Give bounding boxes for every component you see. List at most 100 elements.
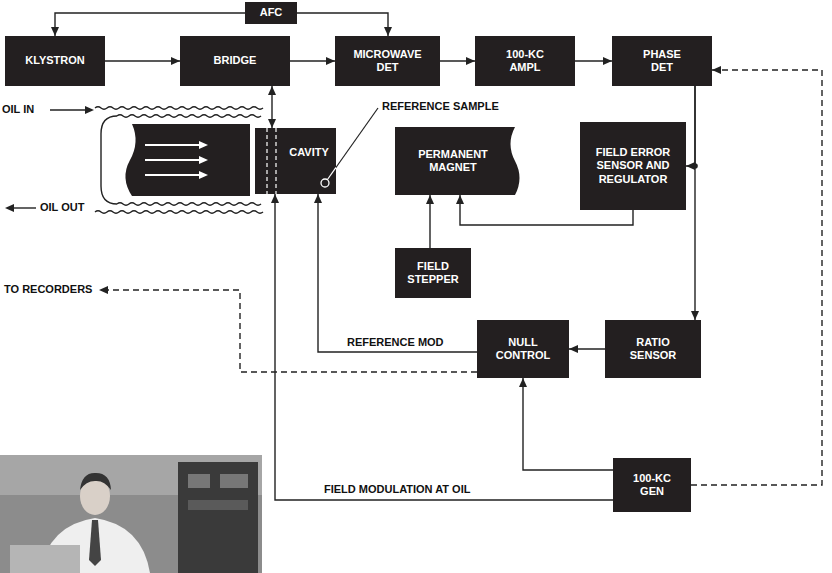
callout-label: OIL OUT bbox=[40, 201, 84, 214]
connector bbox=[569, 345, 605, 353]
arrowhead bbox=[691, 311, 699, 320]
arrowhead bbox=[466, 57, 475, 65]
signal-label: FIELD MODULATION AT OIL bbox=[322, 483, 472, 496]
arrowhead bbox=[603, 57, 612, 65]
process-box: 100-KC GEN bbox=[613, 458, 691, 512]
box-label: MICROWAVE DET bbox=[348, 48, 428, 74]
photo-rack bbox=[178, 462, 258, 573]
pipe-bend bbox=[101, 116, 117, 204]
connector-line bbox=[55, 13, 245, 36]
process-box: FIELD STEPPER bbox=[395, 248, 471, 298]
process-box: KLYSTRON bbox=[5, 36, 105, 86]
connector bbox=[519, 378, 613, 470]
signal-label: REFERENCE MOD bbox=[345, 336, 446, 349]
arrowhead bbox=[85, 106, 94, 114]
box-label: RATIO SENSOR bbox=[623, 336, 683, 362]
photo-meter bbox=[188, 474, 210, 488]
connector bbox=[691, 86, 699, 320]
arrowhead bbox=[384, 27, 392, 36]
arrowhead bbox=[51, 27, 59, 36]
arrowhead bbox=[326, 57, 335, 65]
reference-sample bbox=[321, 179, 329, 187]
photo-meter bbox=[220, 474, 248, 488]
leader-line bbox=[327, 167, 336, 179]
connector-line bbox=[297, 13, 388, 36]
connector bbox=[290, 57, 335, 65]
arrowhead bbox=[686, 162, 695, 170]
connector bbox=[691, 66, 822, 485]
arrowhead bbox=[199, 141, 208, 149]
arrowhead bbox=[268, 119, 276, 128]
process-box: NULL CONTROL bbox=[477, 320, 569, 378]
photo-hair bbox=[80, 473, 111, 490]
pipe-wall bbox=[117, 115, 261, 118]
connector bbox=[440, 57, 475, 65]
magnet-shape: PERMANENT MAGNET bbox=[395, 127, 525, 195]
arrowhead bbox=[456, 195, 464, 204]
arrowhead bbox=[712, 66, 721, 74]
arrowhead bbox=[271, 194, 279, 203]
connector bbox=[314, 194, 477, 352]
connector-line bbox=[694, 86, 695, 320]
box-label: PERMANENT MAGNET bbox=[413, 148, 493, 174]
connector bbox=[268, 86, 276, 128]
process-box: FIELD ERROR SENSOR AND REGULATOR bbox=[580, 122, 686, 210]
connector-line bbox=[105, 60, 180, 61]
box-label: PHASE DET bbox=[637, 48, 687, 74]
flow-arrow bbox=[145, 174, 200, 176]
box-label: 100-KC GEN bbox=[627, 472, 677, 498]
box-label: NULL CONTROL bbox=[492, 336, 554, 362]
process-box: PHASE DET bbox=[612, 36, 712, 86]
flow-arrow bbox=[145, 144, 200, 146]
oil-in-arrow bbox=[50, 109, 86, 110]
oil-out-arrow bbox=[14, 207, 36, 208]
arrowhead bbox=[199, 171, 208, 179]
magnet-body bbox=[395, 127, 520, 195]
arrowhead bbox=[199, 156, 208, 164]
connector bbox=[426, 195, 434, 248]
box-label: FIELD ERROR SENSOR AND REGULATOR bbox=[593, 146, 673, 186]
arrowhead bbox=[5, 204, 14, 212]
box-label: AFC bbox=[260, 6, 283, 19]
process-box: RATIO SENSOR bbox=[605, 320, 701, 378]
photo bbox=[0, 455, 262, 573]
pipe-wall bbox=[95, 107, 263, 110]
connector bbox=[575, 57, 612, 65]
arrowhead bbox=[314, 194, 322, 203]
recorder-line bbox=[108, 290, 477, 372]
arrowhead bbox=[426, 195, 434, 204]
box-label: KLYSTRON bbox=[25, 54, 85, 67]
oil-pipe bbox=[95, 107, 263, 214]
box-label: FIELD STEPPER bbox=[403, 260, 463, 286]
arrowhead bbox=[268, 86, 276, 95]
callout-label: TO RECORDERS bbox=[4, 283, 92, 296]
box-label: 100-KC AMPL bbox=[498, 48, 553, 74]
callout-label: OIL IN bbox=[2, 103, 34, 116]
connector-line bbox=[691, 70, 822, 485]
arrowhead bbox=[569, 345, 578, 353]
cavity-box: CAVITY bbox=[255, 128, 336, 194]
flow-arrows bbox=[145, 141, 208, 179]
connector bbox=[686, 86, 695, 170]
connector bbox=[105, 57, 180, 65]
pipe-wall-dashed bbox=[275, 128, 276, 194]
process-box: 100-KC AMPL bbox=[475, 36, 575, 86]
box-label: CAVITY bbox=[289, 146, 329, 159]
photo-panel bbox=[188, 500, 248, 510]
connector bbox=[271, 194, 613, 500]
photo-ground bbox=[0, 455, 262, 573]
pipe-wall bbox=[95, 211, 263, 214]
process-box: BRIDGE bbox=[180, 36, 290, 86]
cavity-detail bbox=[255, 128, 336, 194]
callout-label: REFERENCE SAMPLE bbox=[382, 100, 499, 113]
connector bbox=[297, 13, 392, 36]
arrowhead bbox=[171, 57, 180, 65]
connector-line bbox=[318, 194, 477, 352]
pipe-wall bbox=[117, 203, 261, 206]
connector-line bbox=[275, 194, 613, 500]
photo-tie bbox=[89, 520, 101, 566]
flow-arrow bbox=[145, 159, 200, 161]
pipe-section bbox=[125, 124, 250, 196]
connector-line bbox=[686, 86, 695, 166]
